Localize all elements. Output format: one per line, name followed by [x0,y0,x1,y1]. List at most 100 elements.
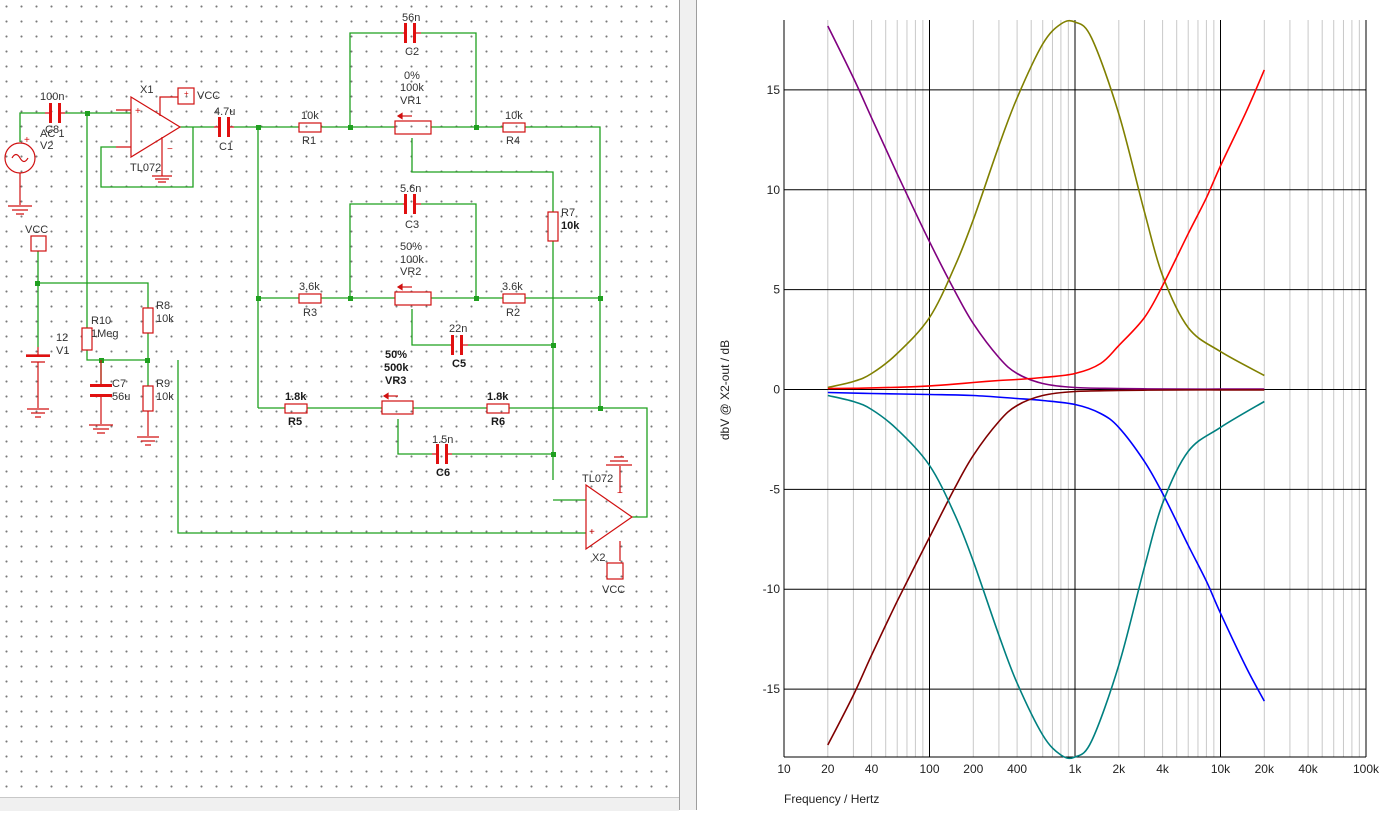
r6-value: 1.8k [487,391,509,403]
c2-value: 56n [402,12,420,24]
y-tick-labels: 15 10 5 0 -5 -10 -15 [763,83,781,696]
vr1-value: 100k [400,82,424,94]
c6-ref: C6 [436,467,450,479]
v1-value: 12 [56,332,68,344]
y-tick-label: -5 [769,482,780,496]
x-tick-label: 20 [821,762,835,776]
r10-ref: R10 [91,315,111,327]
vr3-ref: VR3 [385,375,406,387]
polarity-marks: +− +− + + [24,89,623,538]
r4-ref: R4 [506,135,520,147]
r3-ref: R3 [303,307,317,319]
svg-text:+: + [135,106,141,117]
svg-text:−: − [167,144,173,155]
x-tick-label: 100k [1353,762,1380,776]
x-tick-label: 40 [865,762,879,776]
x-tick-label: 200 [963,762,983,776]
v2-label: AC 1 [40,128,64,140]
r10-value: 1Meg [91,328,119,340]
x1-vcc: VCC [197,90,220,102]
x2-ref: X2 [592,552,605,564]
vr3-value: 500k [384,362,409,374]
r5-ref: R5 [288,416,302,428]
x2-model: TL072 [582,473,613,485]
x1-model: TL072 [130,162,161,174]
svg-text:+: + [589,527,595,538]
vr1-setting: 0% [404,70,420,82]
vr1-ref: VR1 [400,95,421,107]
y-axis-label: dbV @ X2-out / dB [718,340,732,440]
x-tick-label: 2k [1112,762,1126,776]
c2-ref: C2 [405,46,419,58]
r8-ref: R8 [156,300,170,312]
x-tick-label: 4k [1156,762,1170,776]
components [4,87,634,580]
vr2-setting: 50% [400,241,422,253]
schematic-canvas[interactable]: +− +− + + 100n C8 AC 1 V2 X1 VCC TL072 4… [0,0,678,798]
series-line-2 [827,69,1266,390]
c8-value: 100n [40,91,64,103]
y-tick-label: -10 [763,582,781,596]
y-tick-label: 0 [773,382,780,396]
series-lines [827,19,1266,760]
cap-leads [100,32,468,455]
r1-value: 10k [301,110,319,122]
r8-value: 10k [156,313,174,325]
c8-ref: C8 [45,124,59,136]
c7-value: 56u [112,391,130,403]
x2-vcc: VCC [602,584,625,596]
svg-text:−: − [617,488,623,499]
x-tick-label: 10 [777,762,791,776]
y-tick-label: 10 [767,183,781,197]
c6-value: 1.5n [432,434,453,446]
y-tick-label: 15 [767,83,781,97]
pane-splitter[interactable] [679,0,697,810]
vr2-value: 100k [400,254,424,266]
c5-ref: C5 [452,358,466,370]
r9-ref: R9 [156,378,170,390]
x-axis-label: Frequency / Hertz [784,792,879,806]
schematic-drawing[interactable]: +− +− + + 100n C8 AC 1 V2 X1 VCC TL072 4… [0,0,678,798]
capacitor-plates [26,23,463,464]
r4-value: 10k [505,110,523,122]
vcc-left-label: VCC [25,224,48,236]
x-tick-label: 400 [1007,762,1027,776]
svg-text:+: + [184,89,189,98]
v1-ref: V1 [56,345,69,357]
r1-ref: R1 [302,135,316,147]
r6-ref: R6 [491,416,505,428]
series-line-4 [827,389,1265,746]
r7-value: 10k [561,220,580,232]
wires [19,32,648,534]
x1-ref: X1 [140,84,153,96]
v2-ref: V2 [40,140,53,152]
series-line-5 [827,394,1265,760]
wiper-arrows [382,112,412,400]
y-tick-label: -15 [763,682,781,696]
x-tick-label: 10k [1211,762,1231,776]
c1-value: 4.7u [214,106,235,118]
c5-value: 22n [449,323,467,335]
vr2-ref: VR2 [400,266,421,278]
r5-value: 1.8k [285,391,307,403]
x-tick-label: 1k [1069,762,1083,776]
r2-value: 3.6k [502,281,523,293]
series-line-3 [827,391,1266,702]
schematic-horizontal-scrollbar[interactable] [0,797,679,811]
r9-value: 10k [156,391,174,403]
series-line-0 [827,25,1265,390]
vr3-setting: 50% [385,349,407,361]
r3-value: 3.6k [299,281,320,293]
series-line-1 [827,19,1265,389]
r2-ref: R2 [506,307,520,319]
c1-ref: C1 [219,141,233,153]
c7-ref: C7 [112,378,126,390]
y-tick-label: 5 [773,283,780,297]
component-labels: 100n C8 AC 1 V2 X1 VCC TL072 4.7u C1 10k… [25,12,625,596]
r7-ref: R7 [561,207,575,219]
c3-ref: C3 [405,219,419,231]
x-tick-label: 20k [1255,762,1275,776]
c3-value: 5.6n [400,183,421,195]
